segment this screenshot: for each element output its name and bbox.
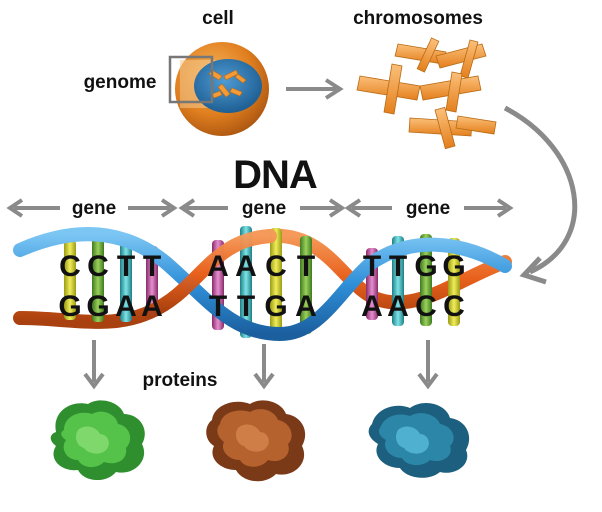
down-arrow-icon [253, 344, 275, 390]
gene-label-3: gene [406, 198, 450, 219]
bases-gene-2: A A C T T T G A [207, 250, 317, 323]
base-letter: G [442, 250, 465, 283]
chromosomes-label: chromosomes [353, 8, 483, 29]
base-letter: T [389, 250, 407, 283]
base-letter: G [86, 290, 109, 323]
base-letter: A [115, 290, 137, 323]
base-letter: T [297, 250, 315, 283]
protein-brown-icon [206, 400, 306, 482]
base-letter: C [443, 290, 465, 323]
base-letter: C [415, 290, 437, 323]
base-letter: T [237, 290, 255, 323]
chromosome-icon [356, 37, 497, 150]
genome-highlight-box [168, 55, 214, 104]
dna-backbone-orange-front [143, 229, 277, 319]
base-pair-rungs-gene-3 [366, 234, 460, 326]
cell-label: cell [202, 8, 234, 29]
dna-label: DNA [233, 153, 317, 197]
protein-blue-icon [368, 403, 470, 478]
gene-range-2 [178, 198, 346, 218]
base-letter: T [363, 250, 381, 283]
protein-green-icon [50, 400, 145, 481]
base-letter: T [143, 250, 161, 283]
base-letter: C [87, 250, 109, 283]
bases-gene-3: T T G G A A C C [361, 250, 466, 323]
base-letter: A [235, 250, 257, 283]
proteins-label: proteins [143, 370, 218, 391]
base-letter: A [207, 250, 229, 283]
down-arrow-icon [417, 340, 439, 390]
base-letter: G [414, 250, 437, 283]
genome-label: genome [84, 72, 157, 93]
dna-double-helix [13, 226, 512, 342]
base-letter: G [58, 290, 81, 323]
arrow-right-icon [286, 78, 344, 100]
base-letter: C [59, 250, 81, 283]
gene-label-2: gene [242, 198, 286, 219]
bases-gene-1: C C T T G G A A [58, 250, 163, 323]
base-letter: C [265, 250, 287, 283]
base-letter: A [141, 290, 163, 323]
base-letter: A [387, 290, 409, 323]
base-letter: A [295, 290, 317, 323]
gene-range-1 [6, 198, 178, 218]
gene-range-3 [344, 198, 514, 218]
base-letter: A [361, 290, 383, 323]
gene-label-1: gene [72, 198, 116, 219]
curved-arrow-icon [503, 105, 578, 285]
dna-backbone-blue [13, 227, 512, 342]
base-letter: T [209, 290, 227, 323]
base-letter: T [117, 250, 135, 283]
base-pair-rungs-gene-1 [64, 236, 158, 322]
base-letter: G [264, 290, 287, 323]
down-arrow-icon [83, 340, 105, 390]
